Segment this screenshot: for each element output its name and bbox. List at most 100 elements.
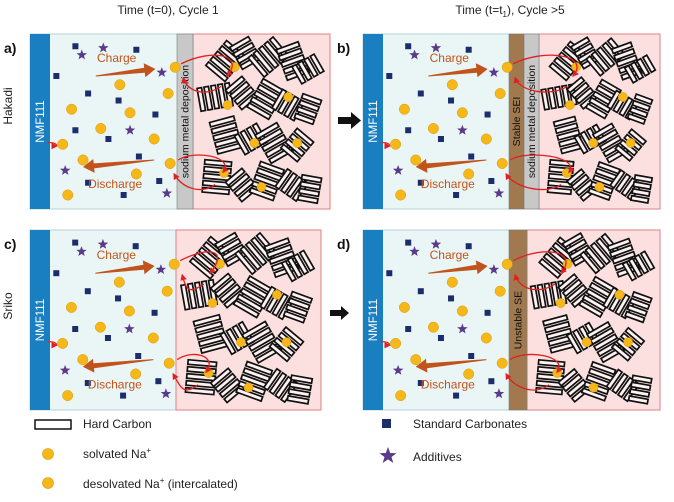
sodium-ion xyxy=(114,79,126,91)
legend-carbonates-label: Standard Carbonates xyxy=(413,417,527,431)
carbonate-square xyxy=(405,239,412,246)
hard-carbon-sheet xyxy=(188,256,215,280)
hard-carbon-sheet xyxy=(228,172,251,193)
hard-carbon-sheet xyxy=(541,314,569,327)
hard-carbon-sheet xyxy=(557,273,579,293)
carbonate-square xyxy=(115,97,122,104)
hard-carbon-sheet xyxy=(290,63,307,86)
hard-carbon-sheet xyxy=(202,240,228,264)
additive-star xyxy=(161,187,173,198)
sodium-ion xyxy=(588,382,599,393)
hard-carbon-sheet xyxy=(296,194,319,205)
hard-carbon-sheet xyxy=(569,36,591,52)
sodium-ion xyxy=(161,285,173,297)
transition-arrow-bottom xyxy=(330,306,349,320)
sodium-ion xyxy=(614,289,625,300)
hard-carbon-sheet xyxy=(274,375,294,400)
hard-carbon-sheet xyxy=(629,61,645,81)
ion-path-arrow xyxy=(380,141,391,150)
hard-carbon-sheet xyxy=(608,168,626,190)
hard-carbon-sheet xyxy=(631,187,651,198)
hard-carbon-sheet xyxy=(626,303,649,317)
hard-carbon-sheet xyxy=(623,64,639,84)
hard-carbon-sheet xyxy=(540,88,551,111)
interface-layer xyxy=(176,33,194,210)
interface-layer-label: Stable SEI xyxy=(511,97,523,147)
hard-carbon-sheet xyxy=(232,41,256,59)
hard-carbon-block xyxy=(621,250,656,282)
hard-carbon-block xyxy=(213,231,249,268)
hard-carbon-sheet xyxy=(548,61,571,82)
sodium-ion xyxy=(623,337,633,348)
hard-carbon-block xyxy=(546,158,575,196)
cathode-label: NMF111 xyxy=(368,299,380,341)
carbonate-square xyxy=(468,353,475,359)
sodium-ion xyxy=(236,337,246,348)
hard-carbon-sheet xyxy=(565,76,586,94)
hard-carbon-sheet xyxy=(253,121,281,141)
hard-carbon-sheet xyxy=(635,57,651,77)
ion-path-arrow xyxy=(180,54,233,77)
hard-carbon-sheet xyxy=(612,47,636,62)
hard-carbon-sheet xyxy=(570,81,590,100)
hard-carbon-sheet xyxy=(543,282,554,308)
sodium-ion xyxy=(65,301,77,313)
carbonate-square xyxy=(120,392,127,399)
hard-carbon-sheet xyxy=(263,237,291,252)
hard-carbon-sheet xyxy=(561,373,583,393)
hard-carbon-block xyxy=(240,320,283,365)
hard-carbon-sheet xyxy=(639,250,656,272)
hard-carbon-block xyxy=(578,275,618,319)
hard-carbon-block xyxy=(541,314,576,354)
carbonate-square xyxy=(84,380,91,386)
hard-carbon-sheet xyxy=(309,52,326,75)
sodium-ion xyxy=(446,79,458,91)
interface-layer-label: sodium metal deposition xyxy=(180,65,192,178)
legend-desolvated-symbol xyxy=(42,477,54,489)
legend-solvated-sup: + xyxy=(146,446,151,455)
carbonate-square xyxy=(465,46,472,53)
sodium-ion xyxy=(272,289,282,300)
hard-carbon-sheet xyxy=(258,160,286,176)
hard-carbon-sheet xyxy=(282,95,300,119)
panel-a: sodium metal depositionNMF111a)ChargeDis… xyxy=(4,33,331,210)
sodium-ion xyxy=(410,154,422,166)
sodium-ion xyxy=(113,276,125,288)
sodium-ion xyxy=(168,258,180,270)
additive-star xyxy=(59,364,71,375)
hard-carbon-sheet xyxy=(574,86,595,105)
additive-star xyxy=(76,246,87,256)
hard-carbon-sheet xyxy=(192,313,222,328)
hard-carbon-sheet xyxy=(233,249,257,276)
ion-path-arrow xyxy=(172,372,199,391)
hard-carbon-block xyxy=(624,290,653,324)
header-right-prefix: Time (t=t xyxy=(455,3,503,17)
carbonate-square xyxy=(448,97,455,104)
discharge-arrow xyxy=(83,159,155,173)
charge-arrow xyxy=(428,260,488,275)
charge-label: Charge xyxy=(430,248,470,262)
carbonate-square xyxy=(453,192,460,198)
ion-path-arrow xyxy=(505,172,562,191)
sodium-ion xyxy=(62,189,74,201)
hard-carbon-sheet xyxy=(547,179,573,189)
legend-additives-label: Additives xyxy=(413,450,462,464)
hard-carbon-sheet xyxy=(549,158,575,168)
hard-carbon-sheet xyxy=(200,280,212,308)
hard-carbon-sheet xyxy=(588,96,612,114)
hard-carbon-sheet xyxy=(573,133,589,155)
hard-carbon-sheet xyxy=(279,171,299,195)
carbonate-square xyxy=(53,73,60,79)
carbonate-square xyxy=(484,111,491,118)
hard-carbon-sheet xyxy=(244,326,273,346)
hard-carbon-sheet xyxy=(611,250,637,265)
interface-layer xyxy=(523,33,540,210)
sodium-ion xyxy=(130,368,142,380)
ion-path-arrow xyxy=(176,353,212,374)
legend-solvated-text: solvated Na xyxy=(83,447,147,461)
sodium-ion xyxy=(494,88,506,99)
sodium-ion xyxy=(625,138,636,148)
